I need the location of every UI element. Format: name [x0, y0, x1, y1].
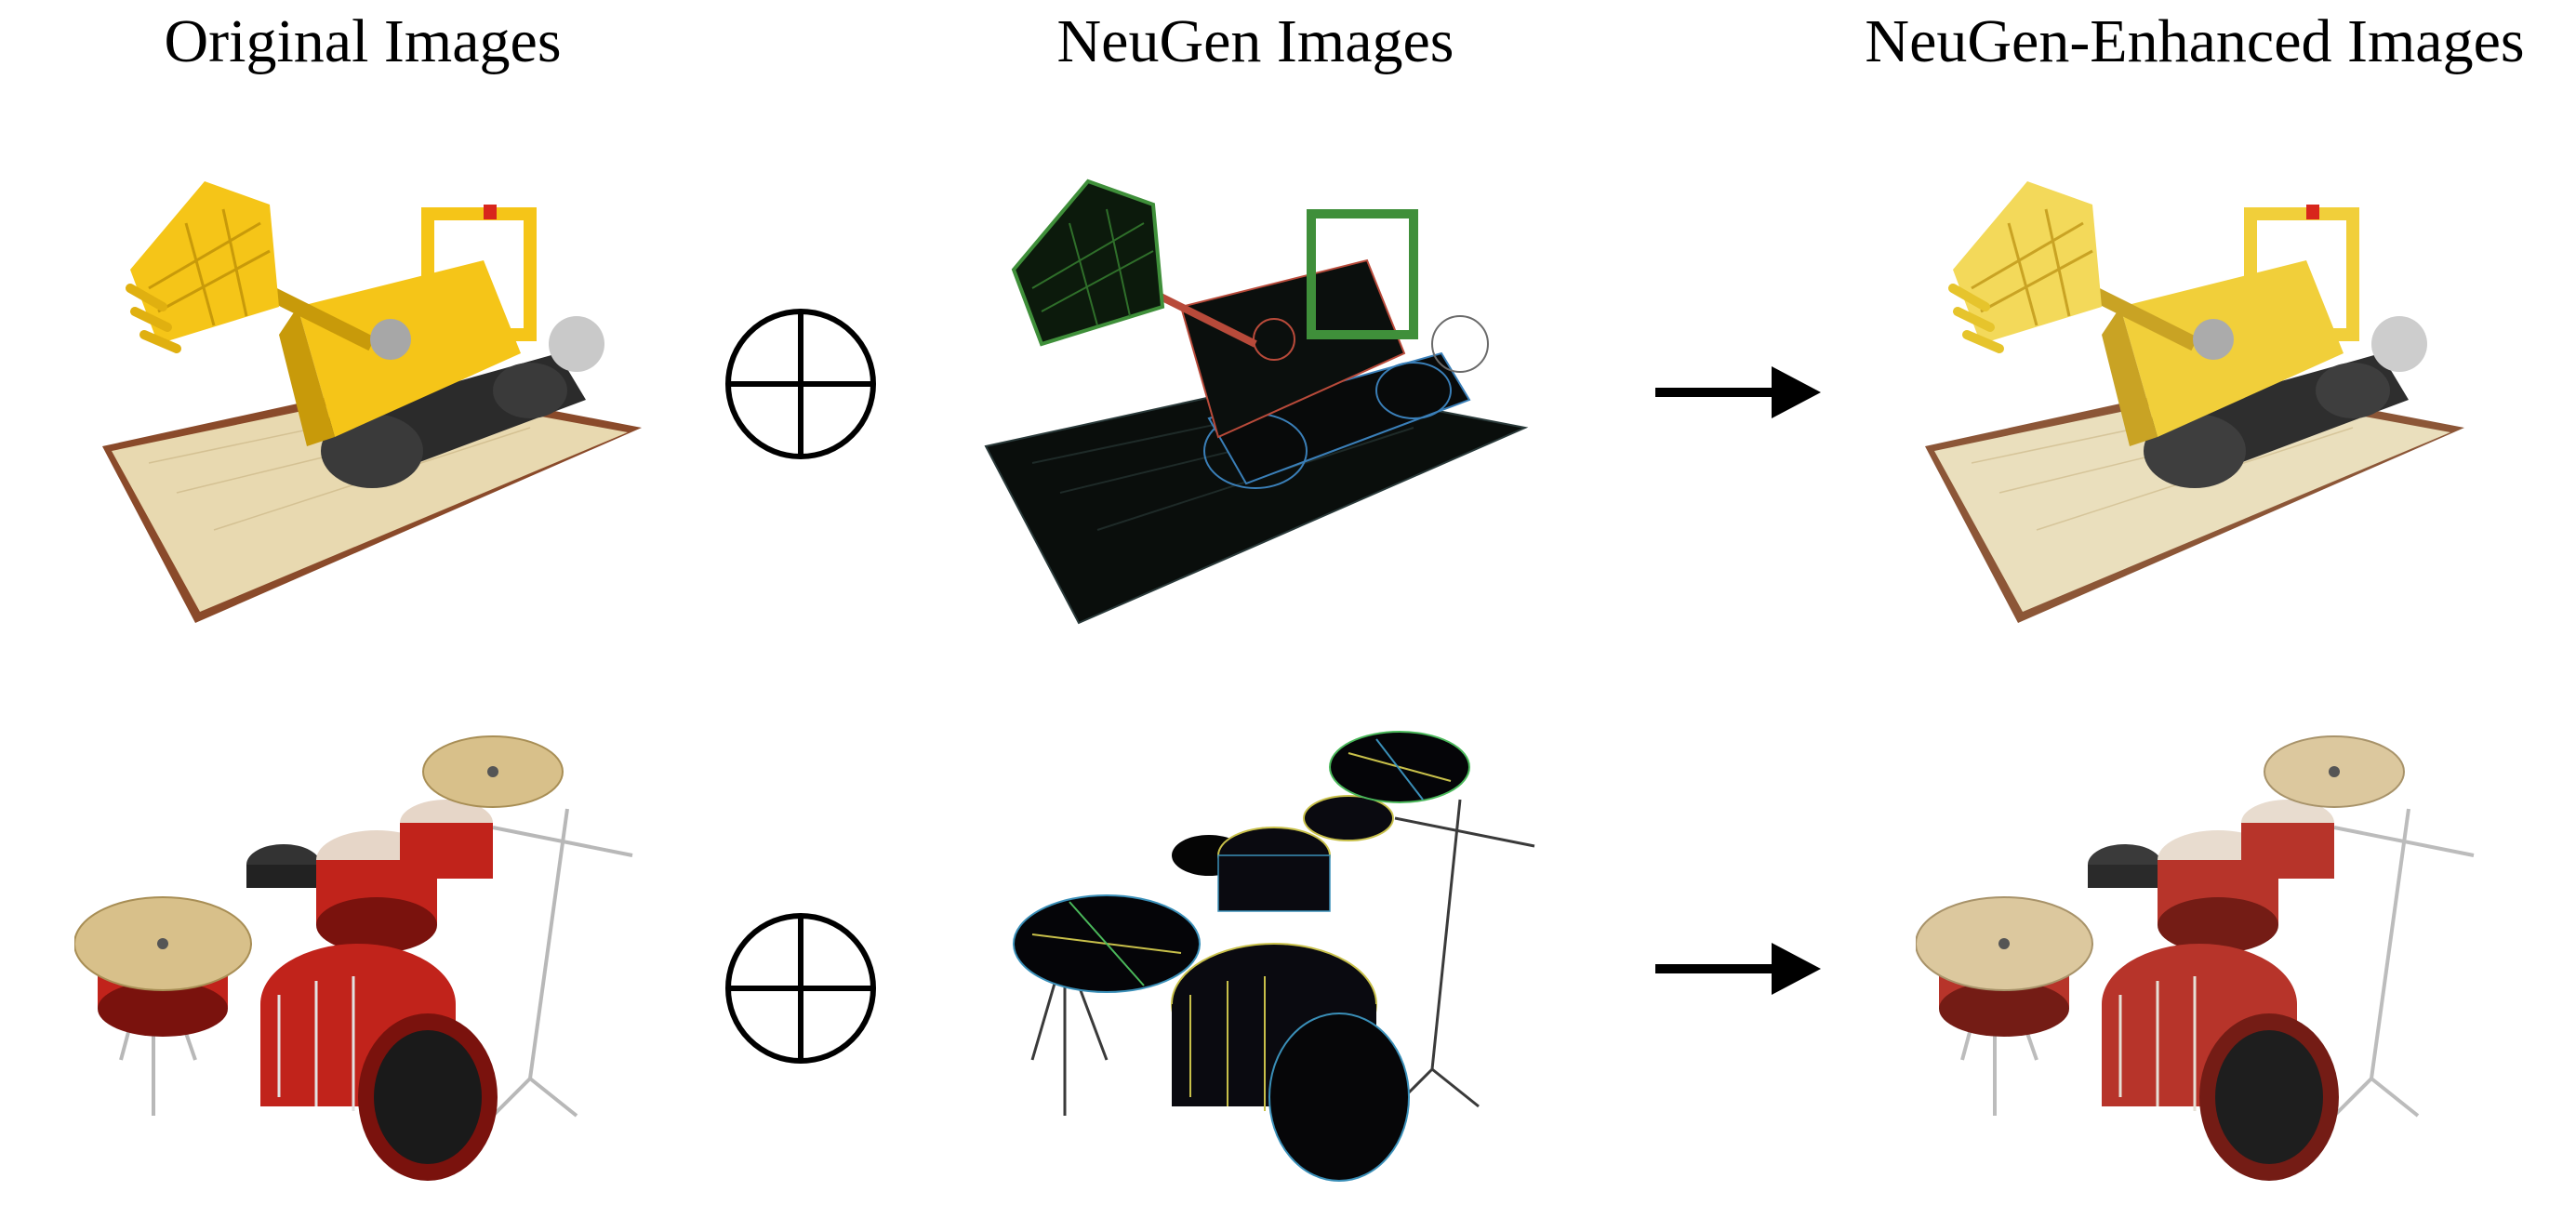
enhanced-drums-image: [1916, 725, 2492, 1209]
enhanced-bulldozer-image: [1916, 167, 2474, 632]
neugen-bulldozer-image: [976, 167, 1534, 632]
original-drums-image: [74, 725, 651, 1209]
header-neugen-enhanced-images: NeuGen-Enhanced Images: [1865, 7, 2525, 75]
right-arrow-icon: [1655, 943, 1821, 995]
circle-plus-icon: [725, 309, 876, 459]
right-arrow-icon: [1655, 366, 1821, 418]
circle-plus-icon: [725, 913, 876, 1064]
neugen-drums-image: [976, 716, 1553, 1199]
header-neugen-images: NeuGen Images: [1056, 7, 1454, 75]
original-bulldozer-image: [93, 167, 651, 632]
header-original-images: Original Images: [164, 7, 562, 75]
